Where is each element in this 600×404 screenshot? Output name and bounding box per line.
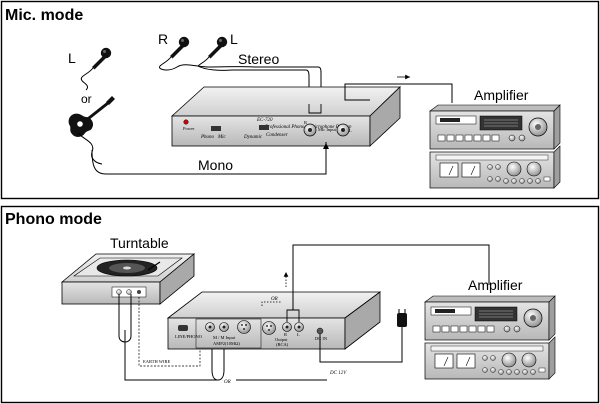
dc-in-jack[interactable]: [316, 327, 324, 335]
preamp-mic-input-label: Mic Input: [318, 127, 337, 132]
label-amplifier-phono: Amplifier: [468, 277, 523, 293]
turntable-device: [60, 253, 196, 305]
power-adapter-icon: [397, 309, 407, 327]
preamp-dynamic-label: Dynamic: [243, 135, 263, 140]
label-stereo: Stereo: [238, 51, 279, 67]
preamp-mic-label: Mic: [217, 135, 227, 140]
preamp-r-label: R: [304, 120, 307, 125]
rear-mm-input-label: M / M Input: [213, 335, 236, 340]
phono-mic-switch[interactable]: [211, 126, 221, 131]
label-or-input: OR: [224, 380, 231, 385]
label-dc: DC 12V: [329, 371, 347, 376]
preamp-rear-device: LINE/PHONO M / M Input AMP2(10MΩ) R L Ou…: [166, 291, 382, 350]
rear-switch-label: LINE/PHONO: [175, 334, 203, 339]
label-or: or: [81, 92, 92, 106]
rear-r-label: R: [284, 332, 287, 337]
preamp-power-label: Power: [183, 126, 195, 131]
rear-mm-sub-label: AMP2(10MΩ): [213, 341, 240, 346]
panel-mic-mode: Mic. mode L or R L Stereo: [0, 0, 600, 200]
mic-left-icon: [80, 47, 112, 91]
dynamic-condenser-switch[interactable]: [259, 125, 269, 130]
xlr-input-jack[interactable]: [237, 320, 251, 334]
label-turntable: Turntable: [110, 235, 169, 251]
rear-output-label: Output: [275, 337, 288, 342]
rear-l-label: L: [297, 332, 300, 337]
label-mono: Mono: [198, 157, 233, 173]
preamp-condenser-label: Condenser: [266, 133, 288, 138]
label-earth-wire: EARTH WIRE: [143, 359, 171, 364]
label-l: L: [230, 31, 238, 47]
label-amplifier-mic: Amplifier: [474, 87, 529, 103]
amplifier-mic-device: [429, 104, 561, 189]
preamp-model: EC-720: [256, 118, 273, 123]
label-r: R: [158, 31, 168, 47]
preamp-phono-label: Phono: [200, 135, 215, 140]
phono-mode-title: Phono mode: [5, 211, 102, 228]
mic-mode-title: Mic. mode: [5, 7, 83, 24]
amplifier-phono-device: [424, 295, 556, 380]
preamp-front-device: Power EC-720 Professional Phono & microp…: [170, 86, 401, 147]
label-left-mic: L: [68, 50, 76, 66]
panel-phono-mode: Phono mode Turntable OR EARTH WIRE: [0, 205, 600, 404]
guitar-icon: [68, 96, 115, 165]
mic-left-stereo-icon: [197, 36, 228, 67]
rear-dcin-label: DC IN: [315, 336, 328, 341]
rear-output-sub-label: (RCA): [276, 342, 289, 347]
xlr-output-jack[interactable]: [262, 321, 276, 335]
line-phono-switch[interactable]: [178, 325, 188, 331]
label-or-output: OR: [271, 297, 278, 302]
power-led-icon: [183, 119, 189, 125]
preamp-l-label: L: [349, 128, 352, 133]
